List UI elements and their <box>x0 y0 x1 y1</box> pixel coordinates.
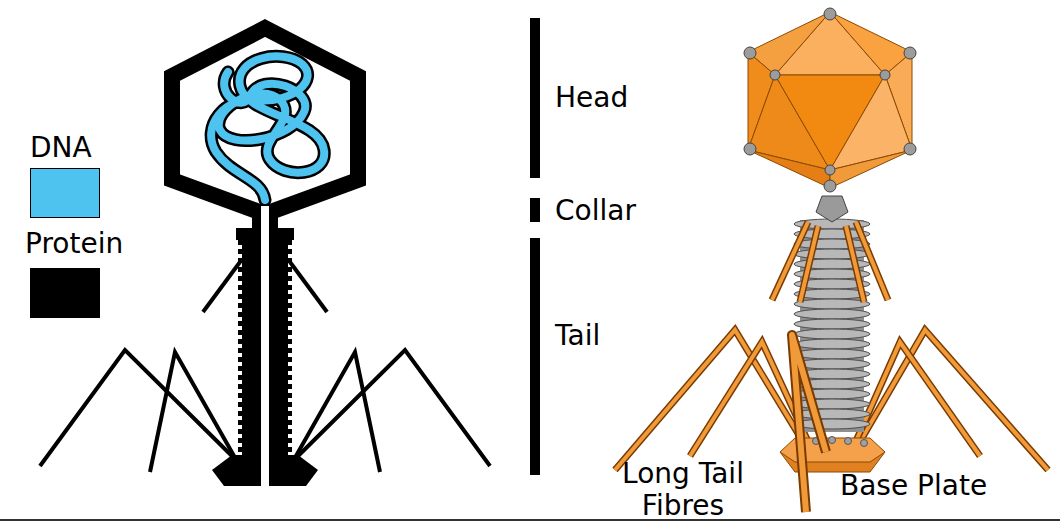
section-label: Tail <box>555 320 755 352</box>
short-fibre <box>203 262 240 312</box>
vertex-cap <box>824 180 836 192</box>
tail-disc <box>794 339 870 349</box>
head-bar <box>530 18 540 178</box>
rendered-phage <box>615 8 1048 512</box>
vertex-cap <box>904 143 916 155</box>
short-fibre <box>800 226 818 302</box>
capsid-face <box>748 150 830 188</box>
part-label: Long Tail Fibres <box>598 458 768 522</box>
base-knob <box>829 437 836 444</box>
legend-label: DNA <box>30 132 190 164</box>
capsid-vertices <box>744 8 916 192</box>
sheath-ridges <box>284 240 292 456</box>
long-fibre <box>615 330 805 470</box>
tail-disc <box>794 319 870 329</box>
tail-disc <box>794 329 870 339</box>
head-capsid <box>748 12 912 188</box>
dna-strand <box>211 56 324 200</box>
bottom-rule <box>0 519 1060 521</box>
tail-disc <box>794 309 870 319</box>
vertex-cap <box>744 143 756 155</box>
head-capsid <box>172 28 358 214</box>
collar-bar <box>530 198 540 222</box>
front-fibre <box>792 335 826 512</box>
short-fibre-outline <box>846 226 864 302</box>
base-knob <box>845 438 852 445</box>
short-fibre <box>846 226 864 302</box>
long-fibre <box>288 352 380 472</box>
section-label: Head <box>555 82 755 114</box>
short-fibre-outline <box>800 226 818 302</box>
vertex-cap <box>880 70 890 80</box>
front-fibre-outline <box>792 335 826 512</box>
long-fibre-outline <box>615 330 805 470</box>
vertex-cap <box>825 165 835 175</box>
section-label: Collar <box>555 195 755 227</box>
short-fibres <box>772 222 888 302</box>
legend-swatch <box>30 168 100 218</box>
legend-label: Protein <box>25 228 185 260</box>
tail-disc <box>794 239 870 249</box>
short-fibre <box>290 262 327 312</box>
long-fibre <box>150 352 242 472</box>
tail-disc <box>794 249 870 259</box>
vertex-cap <box>770 70 780 80</box>
vertex-cap <box>744 47 756 59</box>
tail-tube <box>261 206 269 488</box>
long-fibre <box>858 330 1048 470</box>
capsid-face <box>830 150 912 188</box>
sheath-ridges <box>238 240 246 456</box>
long-fibre-outline <box>858 330 1048 470</box>
tail-disc <box>794 409 870 419</box>
vertex-cap <box>904 47 916 59</box>
part-label: Base Plate <box>840 470 1055 502</box>
collar <box>816 196 848 222</box>
section-bars <box>530 18 540 475</box>
vertex-cap <box>824 8 836 20</box>
tail-bar <box>530 238 540 475</box>
long-fibres <box>615 330 1048 470</box>
tail-disc <box>794 419 870 429</box>
tail-disc <box>794 299 870 309</box>
base-knob <box>861 440 868 447</box>
tail-disc <box>794 349 870 359</box>
tail-disc <box>794 399 870 409</box>
dna-outline <box>211 56 324 200</box>
legend-swatch <box>30 268 100 318</box>
